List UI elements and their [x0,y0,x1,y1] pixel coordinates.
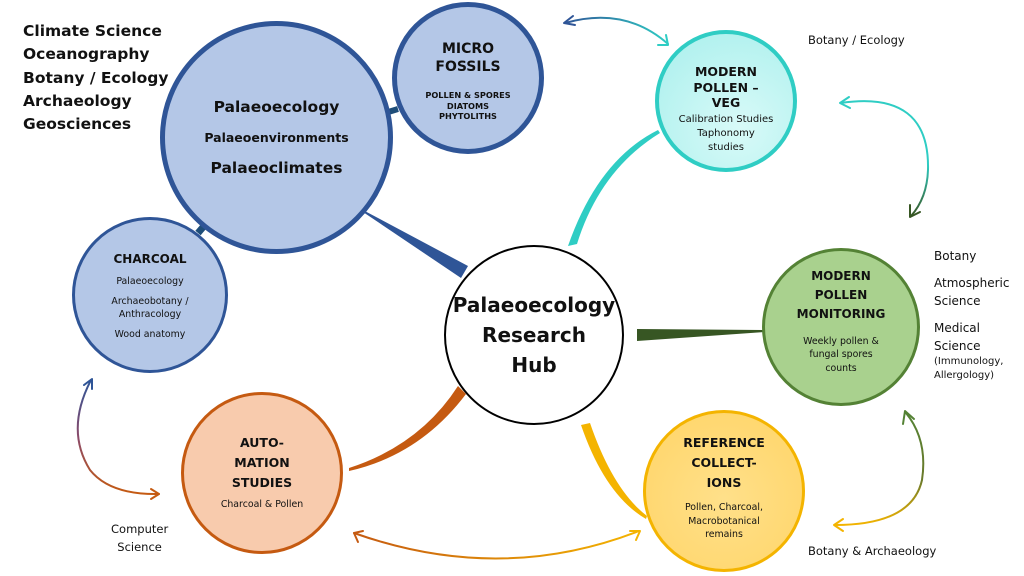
discipline-item: Climate Science [23,22,162,40]
node-title: REFERENCE COLLECT- IONS [683,433,765,493]
title-line: MODERN [811,269,871,283]
title-line: MATION [234,455,290,470]
node-item: Macrobotanical [688,515,760,527]
node-palaeoecology: Palaeoecology Palaeoenvironments Palaeoc… [160,21,393,254]
label-line: Computer [111,522,169,536]
node-modern-pollen-monitoring: MODERN POLLEN MONITORING Weekly pollen &… [762,248,920,406]
title-line: STUDIES [231,475,293,490]
node-title: MODERN POLLEN MONITORING [797,267,886,325]
field-line: Atmospheric [934,276,1010,291]
field-line: Science [934,293,981,308]
connector-hub-modern-pollen-veg [568,130,660,246]
label-botany-ecology: Botany / Ecology [808,33,905,47]
title-line: VEG [711,95,741,111]
discipline-item: Botany / Ecology [23,68,169,87]
connector-hub-modern-pollen-monitoring [637,329,765,341]
field-note: (Immunology, [934,355,1004,367]
node-modern-pollen-veg: MODERN POLLEN – VEG Calibration Studies … [655,30,797,172]
title-line: FOSSILS [435,58,501,75]
title-line: COLLECT- [691,455,757,470]
node-research-hub: Palaeoecology Research Hub [444,245,624,425]
node-item: POLLEN & SPORES [425,90,511,100]
field-line: Medical [934,321,980,336]
field-line: Science [934,338,981,353]
label-botany-archaeology: Botany & Archaeology [808,544,937,558]
label-computer-science: Computer Science [111,521,168,557]
title-line: POLLEN – [693,79,759,95]
node-item: Weekly pollen & [803,335,879,347]
node-item: remains [705,529,743,541]
title-line: IONS [706,475,742,490]
node-items: Calibration Studies Taphonomy studies [679,113,774,155]
node-subtitle: Palaeoclimates [210,159,343,177]
node-title: MICRO FOSSILS [435,41,500,76]
connector-hub-reference [581,423,647,519]
node-item: Pollen, Charcoal, [684,502,764,513]
arrow-modern-pollen-veg-monitoring [839,96,930,218]
field-botany: Botany [934,248,1009,265]
title-line: AUTO- [239,435,284,450]
node-item: studies [708,141,744,153]
node-items: POLLEN & SPORES DIATOMS PHYTOLITHS [425,90,510,122]
node-subtitle: Palaeoenvironments [204,130,349,145]
node-item: PHYTOLITHS [439,111,497,121]
disciplines-list: Climate Science Oceanography Botany / Ec… [23,20,169,136]
node-item: Wood anatomy [114,329,186,341]
node-title: Palaeoecology [213,98,340,116]
label-monitoring-fields: Botany Atmospheric Science Medical Scien… [934,248,1009,383]
label-line: Science [117,539,162,554]
node-item: Charcoal & Pollen [220,499,304,510]
node-item: DIATOMS [446,100,490,111]
arrow-charcoal-automation [76,378,160,500]
field-atmospheric-science: Atmospheric Science [934,275,1009,310]
node-item: counts [825,362,857,374]
node-title: CHARCOAL [113,252,187,266]
title-line: MONITORING [796,307,886,322]
title-line: Hub [511,353,557,377]
arrow-monitoring-reference [833,410,925,532]
node-reference-collections: REFERENCE COLLECT- IONS Pollen, Charcoal… [643,410,805,572]
arrow-micro-fossils-modern-pollen-veg [563,15,669,46]
node-micro-fossils: MICRO FOSSILS POLLEN & SPORES DIATOMS PH… [392,2,544,154]
field-note: Allergology) [934,369,995,381]
title-line: MODERN [694,64,758,79]
node-title: MODERN POLLEN – VEG [693,64,758,111]
node-item-line: Anthracology [118,309,182,321]
discipline-item: Oceanography [23,45,150,64]
arrow-automation-reference [353,530,641,560]
node-item: Palaeoecology [116,276,184,287]
node-charcoal: CHARCOAL Palaeoecology Archaeobotany / A… [72,217,228,373]
title-line: REFERENCE [683,435,765,450]
node-item: Archaeobotany / Anthracology [111,295,188,321]
node-items: Weekly pollen & fungal spores counts [803,335,879,376]
node-item: Calibration Studies [678,113,774,125]
discipline-item: Archaeology [23,91,132,110]
node-title: AUTO- MATION STUDIES [232,433,292,493]
node-automation-studies: AUTO- MATION STUDIES Charcoal & Pollen [181,392,343,554]
connector-hub-automation [349,386,466,471]
field-line: Botany [934,249,977,263]
node-item: fungal spores [809,349,873,361]
discipline-item: Geosciences [23,115,132,134]
node-item-line: Archaeobotany / [111,296,189,308]
title-line: Research [482,323,586,347]
title-line: POLLEN [814,288,868,303]
field-medical-science: Medical Science [934,320,1009,355]
title-line: MICRO [441,41,495,57]
hub-title: Palaeoecology Research Hub [453,290,615,380]
node-item: Taphonomy [697,127,755,139]
node-items: Pollen, Charcoal, Macrobotanical remains [685,501,763,542]
title-line: Palaeoecology [452,293,616,317]
connector-hub-palaeoecology [361,209,468,278]
